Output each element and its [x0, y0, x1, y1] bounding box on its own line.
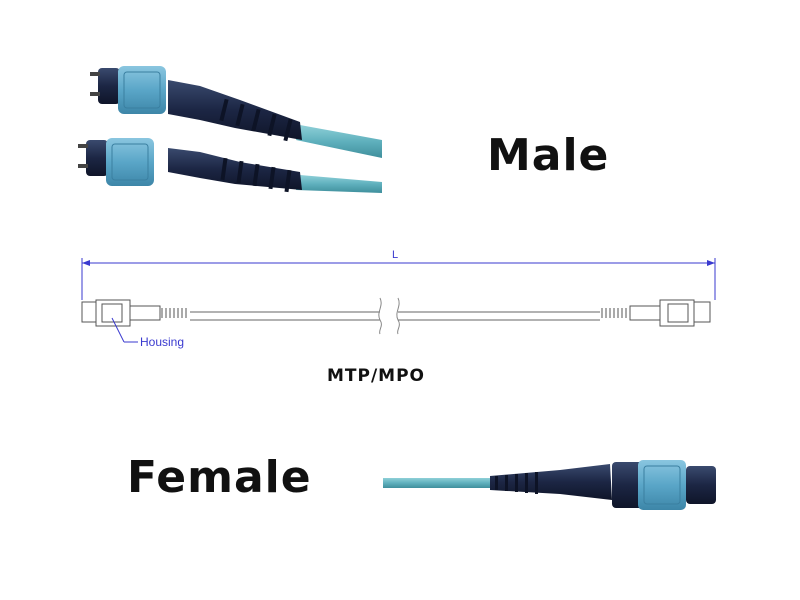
- female-label: Female: [127, 452, 312, 503]
- technical-drawing: [81, 258, 716, 343]
- housing-callout-label: Housing: [140, 335, 184, 349]
- male-connector-lower: [78, 138, 382, 193]
- male-label: Male: [487, 130, 610, 181]
- length-dimension-label: L: [392, 249, 398, 261]
- male-connector-upper: [90, 66, 382, 158]
- female-connector: [383, 460, 716, 510]
- connector-type-label: MTP/MPO: [327, 366, 426, 386]
